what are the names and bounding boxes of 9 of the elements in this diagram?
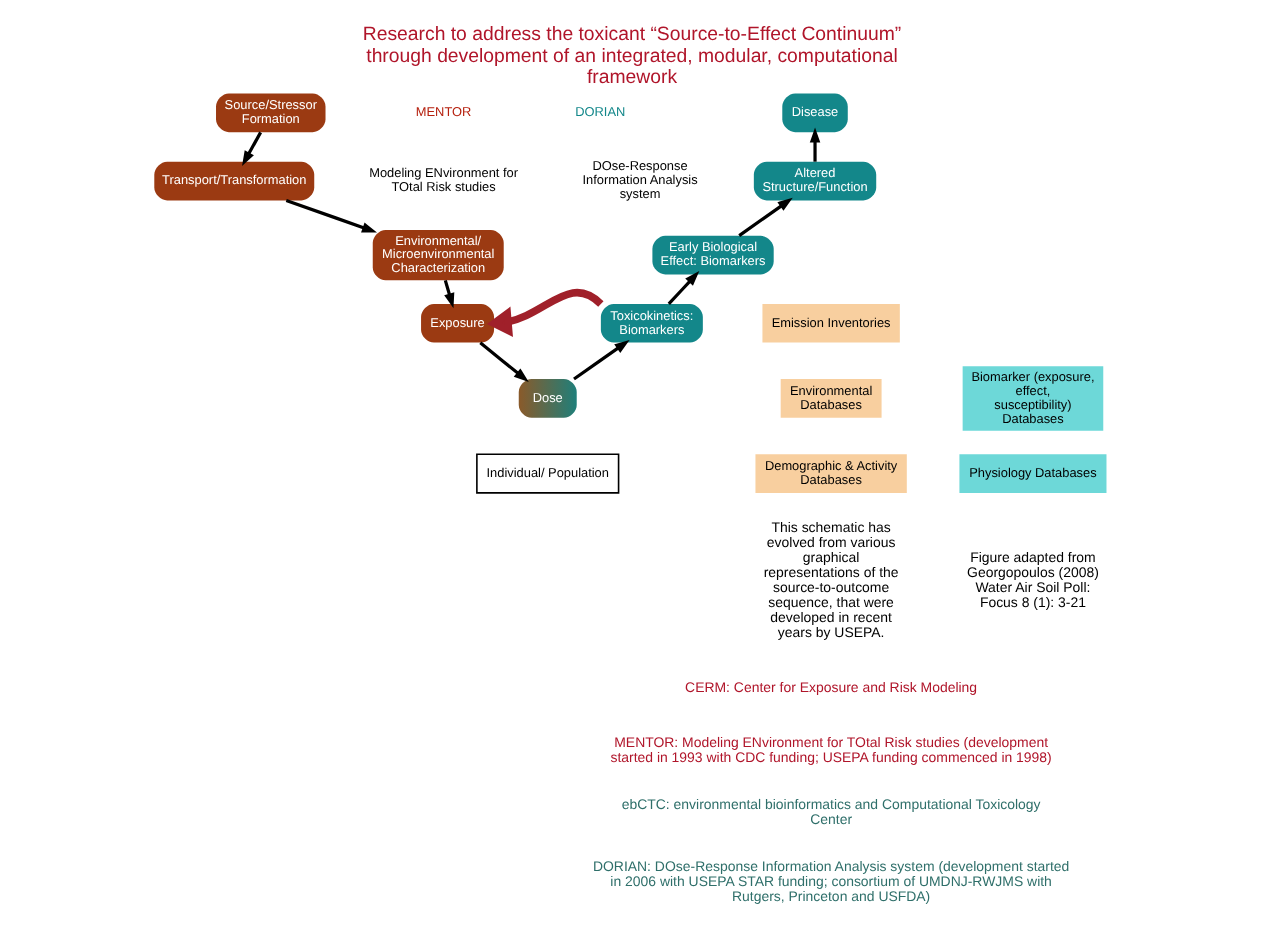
diagram-title: Research to address the toxicant “Source-to-Effect Continuum” through development of an integrated, modular, computational framework xyxy=(361,24,901,90)
arrow xyxy=(241,131,261,166)
arrow xyxy=(808,127,820,162)
arrow xyxy=(666,271,699,306)
arrow xyxy=(572,340,629,381)
arrow xyxy=(737,197,792,237)
arrow xyxy=(442,279,454,309)
arrow xyxy=(478,341,528,383)
arrow xyxy=(284,198,376,233)
